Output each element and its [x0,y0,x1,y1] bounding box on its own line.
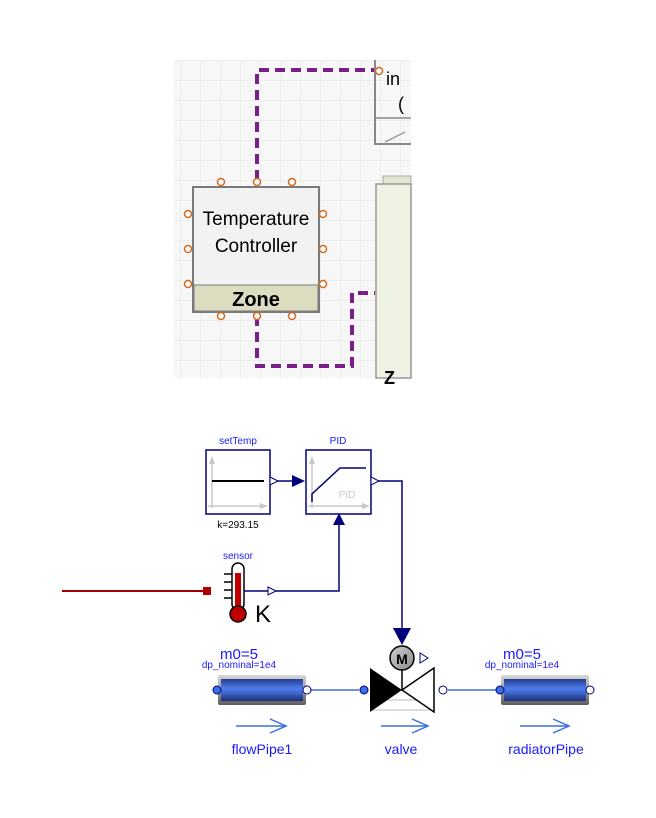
control-bus-line-top[interactable] [255,68,378,180]
valve-motor [389,645,415,671]
pid-x-axis-arrow [362,503,370,509]
partial-block-port[interactable] [374,66,384,76]
valve-left-triangle [370,668,402,712]
controller-title-line2: Controller [215,236,298,257]
pid-block[interactable]: PID PID [305,436,381,515]
controller-port-top-left[interactable] [216,177,226,187]
settemp-param: k=293.15 [217,520,259,531]
connection-sensor-to-pid[interactable] [275,524,340,592]
controller-footer-label: Zone [232,289,280,311]
settemp-y-axis-arrow [209,456,215,464]
controller-port-left-2[interactable] [183,244,193,254]
thermometer-bulb [229,605,247,623]
flowpipe1-name: flowPipe1 [232,741,293,757]
radiator-pipe[interactable]: m0=5 dp_nominal=1e4 radiatorPipe [485,646,595,757]
valve-port-a[interactable] [359,685,369,695]
valve-control-arrow[interactable] [393,628,411,645]
partial-block-text-in: in [386,69,400,89]
valve-motor-label: M [396,651,408,667]
bottom-panel: setTemp k=293.15 PID PID sensor [62,436,595,757]
connection-pid-to-valve[interactable] [371,480,403,630]
heat-port-square[interactable] [203,587,211,595]
settemp-name: setTemp [219,436,257,447]
partial-right-block[interactable]: in ( [374,60,411,145]
controller-ports [183,177,328,321]
pid-name: PID [330,436,347,447]
controller-port-right-1[interactable] [318,209,328,219]
top-panel: in ( Z Temperature Controller Zone [174,60,412,388]
valve-motor-output-port[interactable] [419,652,429,664]
valve[interactable]: M valve [359,645,448,757]
sensor-unit: K [255,601,271,628]
radiatorpipe-dp-nominal: dp_nominal=1e4 [485,660,560,671]
pid-y-axis-arrow [309,456,315,464]
sensor-output-port[interactable] [267,586,278,596]
partial-bottom-block-text: Z [384,368,395,388]
settemp-block[interactable]: setTemp k=293.15 [205,436,280,531]
pid-inner-label: PID [339,490,356,501]
pid-input-arrow[interactable] [292,475,305,487]
sensor-name: sensor [223,551,254,562]
controller-footer [193,284,319,312]
settemp-output-port[interactable] [269,476,280,486]
controller-port-right-3[interactable] [318,279,328,289]
pid-response-curve [311,467,366,502]
radiatorpipe-port-b[interactable] [585,685,595,695]
temperature-sensor[interactable]: sensor K [223,551,278,628]
controller-port-left-3[interactable] [183,279,193,289]
controller-port-top-right[interactable] [287,177,297,187]
valve-name: valve [385,741,418,757]
controller-title-line1: Temperature [203,209,310,230]
partial-block-text-paren: ( [398,94,404,114]
flowpipe1-port-b[interactable] [302,685,312,695]
partial-bottom-block[interactable]: Z [375,175,412,388]
flowpipe1[interactable]: m0=5 dp_nominal=1e4 flowPipe1 [202,646,312,757]
flowpipe1-m0: m0=5 [220,646,258,663]
controller-port-top-center[interactable] [252,177,262,187]
thermometer-mercury [235,573,241,611]
radiatorpipe-port-a[interactable] [495,685,505,695]
valve-port-b[interactable] [438,685,448,695]
controller-port-bottom-right[interactable] [287,311,297,321]
radiatorpipe-body [504,679,586,701]
flowpipe1-body [221,679,303,701]
control-bus-line-bottom[interactable] [255,291,375,368]
radiatorpipe-m0: m0=5 [503,646,541,663]
controller-port-bottom-center[interactable] [252,311,262,321]
temperature-controller-block[interactable]: Temperature Controller Zone [192,186,320,313]
controller-port-left-1[interactable] [183,209,193,219]
pid-measurement-arrow[interactable] [333,513,345,525]
pid-output-port[interactable] [370,476,381,486]
controller-port-right-2[interactable] [318,244,328,254]
valve-right-triangle [400,666,435,714]
flowpipe1-port-a[interactable] [212,685,222,695]
pid-body[interactable] [305,449,372,515]
radiatorpipe-name: radiatorPipe [508,741,584,757]
flowpipe1-dp-nominal: dp_nominal=1e4 [202,660,277,671]
controller-port-bottom-left[interactable] [216,311,226,321]
settemp-x-axis-arrow [260,503,268,509]
